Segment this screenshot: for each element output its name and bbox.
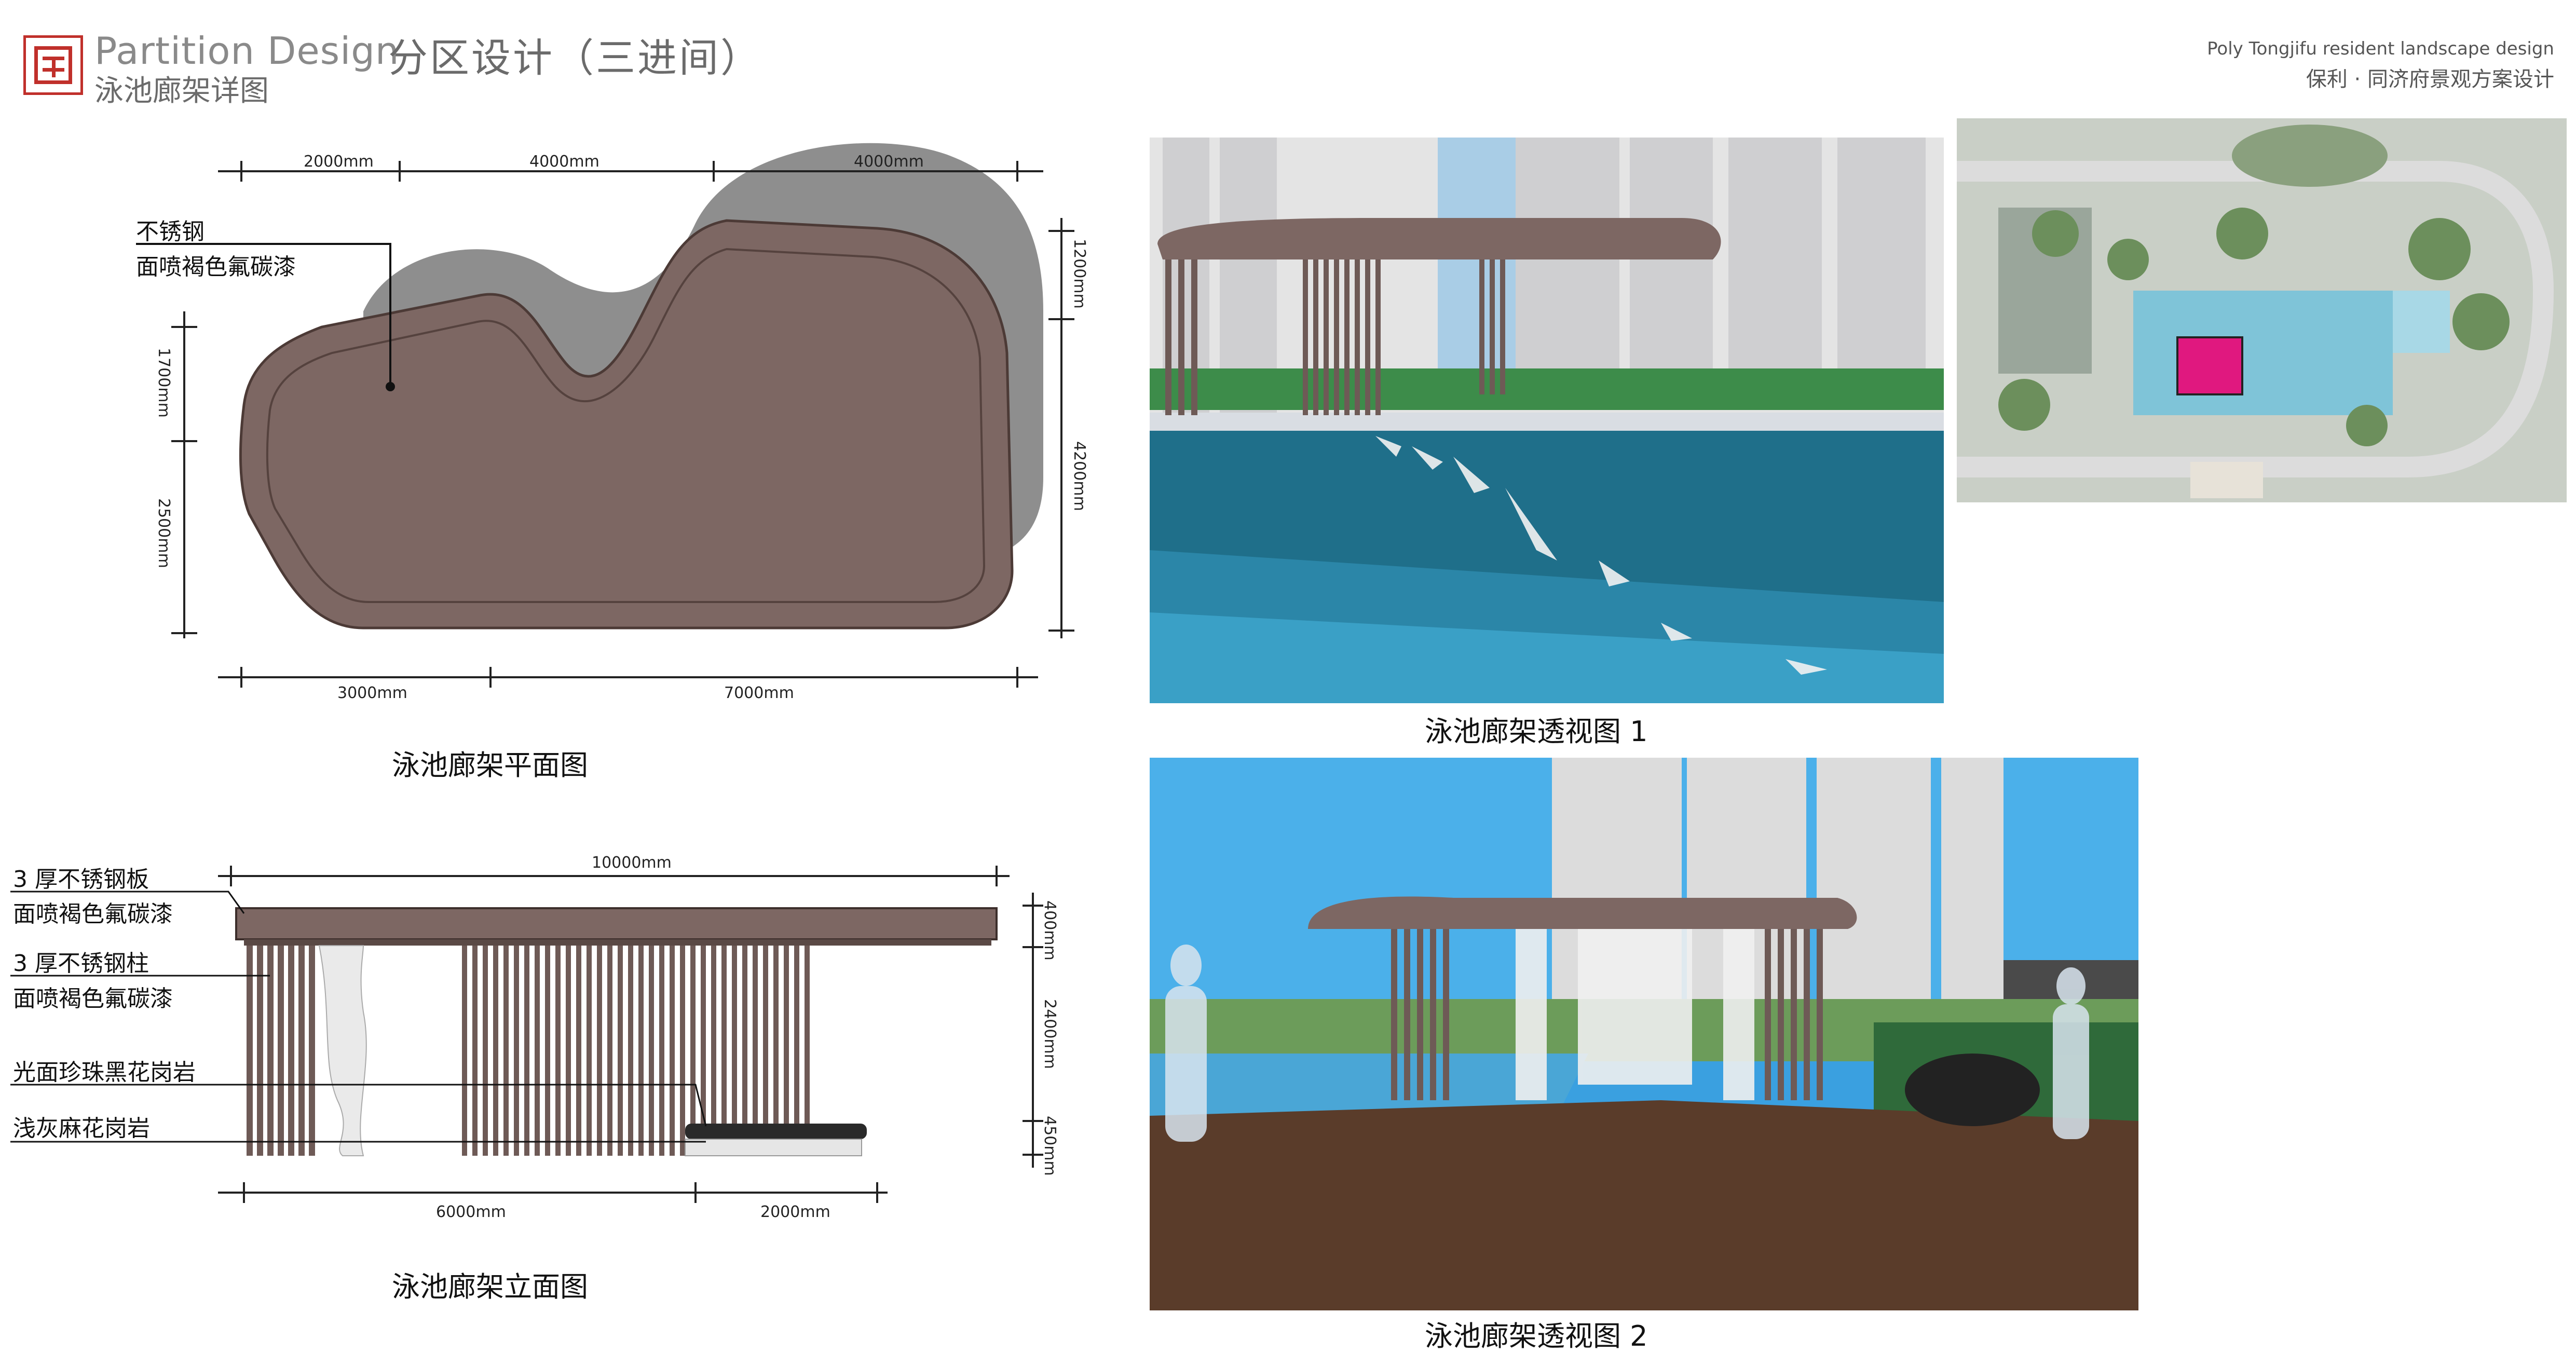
plan-dim-right-1: 1200mm [1070, 239, 1088, 309]
plan-caption: 泳池廊架平面图 [392, 749, 588, 782]
plan-dim-bottom-2: 7000mm [724, 684, 794, 702]
header-title-en: Partition Design [94, 29, 400, 73]
elev-callout-2: 面喷褐色氟碳漆 [13, 901, 173, 927]
elev-callout-leaders [10, 891, 707, 1143]
plan-dim-left-2: 2500mm [155, 498, 173, 568]
elev-callout-5: 光面珍珠黑花岗岩 [13, 1059, 196, 1086]
plan-dims-right [1048, 218, 1074, 638]
elev-dim-top: 10000mm [592, 854, 672, 872]
elev-dim-right-1: 400mm [1041, 900, 1059, 961]
elev-callout-1: 3 厚不锈钢板 [13, 866, 149, 893]
plan-callout-finish: 面喷褐色氟碳漆 [136, 254, 296, 280]
plan-callout-dot [386, 382, 395, 391]
elev-columns-middle [462, 946, 810, 1156]
perspective-2-render [1150, 758, 2138, 1310]
elev-dims [218, 866, 1043, 1203]
plan-canopy-inner-edge [266, 248, 986, 603]
header-subtitle-cn: 泳池廊架详图 [94, 74, 269, 108]
elev-dim-bottom-2: 2000mm [760, 1203, 830, 1221]
plan-dim-top-2: 4000mm [529, 153, 599, 171]
plan-dims-bottom [218, 667, 1038, 688]
elev-bench-base [685, 1139, 862, 1156]
elev-callout-6: 浅灰麻花岗岩 [13, 1115, 150, 1142]
site-map-render [1957, 118, 2567, 502]
elev-roof [235, 907, 998, 940]
plan-callout-material: 不锈钢 [136, 218, 205, 245]
elev-dim-right-3: 450mm [1041, 1116, 1059, 1176]
perspective-2-caption: 泳池廊架透视图 2 [1425, 1320, 1648, 1352]
section-title: 分区设计（三进间） [388, 35, 762, 81]
logo [23, 35, 83, 95]
plan-dim-top-1: 2000mm [304, 153, 374, 171]
elev-callout-4: 面喷褐色氟碳漆 [13, 986, 173, 1012]
elev-bench [685, 1124, 867, 1139]
logo-glyph-stem [52, 57, 56, 77]
elev-callout-3: 3 厚不锈钢柱 [13, 950, 149, 977]
elev-columns-left [247, 946, 315, 1156]
elev-dim-bottom-1: 6000mm [436, 1203, 506, 1221]
perspective-1-caption: 泳池廊架透视图 1 [1425, 715, 1648, 748]
project-name-cn: 保利 · 同济府景观方案设计 [2306, 67, 2554, 91]
plan-dims-left [171, 311, 197, 638]
plan-canopy-roof [239, 219, 1014, 630]
elev-roof-lip [244, 939, 991, 946]
elev-curtain [318, 945, 367, 1156]
plan-dim-left-1: 1700mm [155, 348, 173, 418]
plan-callout-leader [136, 243, 391, 387]
plan-dim-top-3: 4000mm [854, 153, 924, 171]
logo-glyph-bar2 [43, 68, 64, 72]
project-name-en: Poly Tongjifu resident landscape design [2207, 38, 2554, 59]
plan-dim-bottom-1: 3000mm [337, 684, 407, 702]
plan-dim-right-2: 4200mm [1070, 441, 1088, 511]
elev-dim-right-2: 2400mm [1041, 999, 1059, 1069]
perspective-1-render [1150, 138, 1944, 703]
elev-caption: 泳池廊架立面图 [392, 1270, 588, 1303]
plan-dims-top [218, 161, 1043, 182]
logo-frame [34, 46, 72, 84]
